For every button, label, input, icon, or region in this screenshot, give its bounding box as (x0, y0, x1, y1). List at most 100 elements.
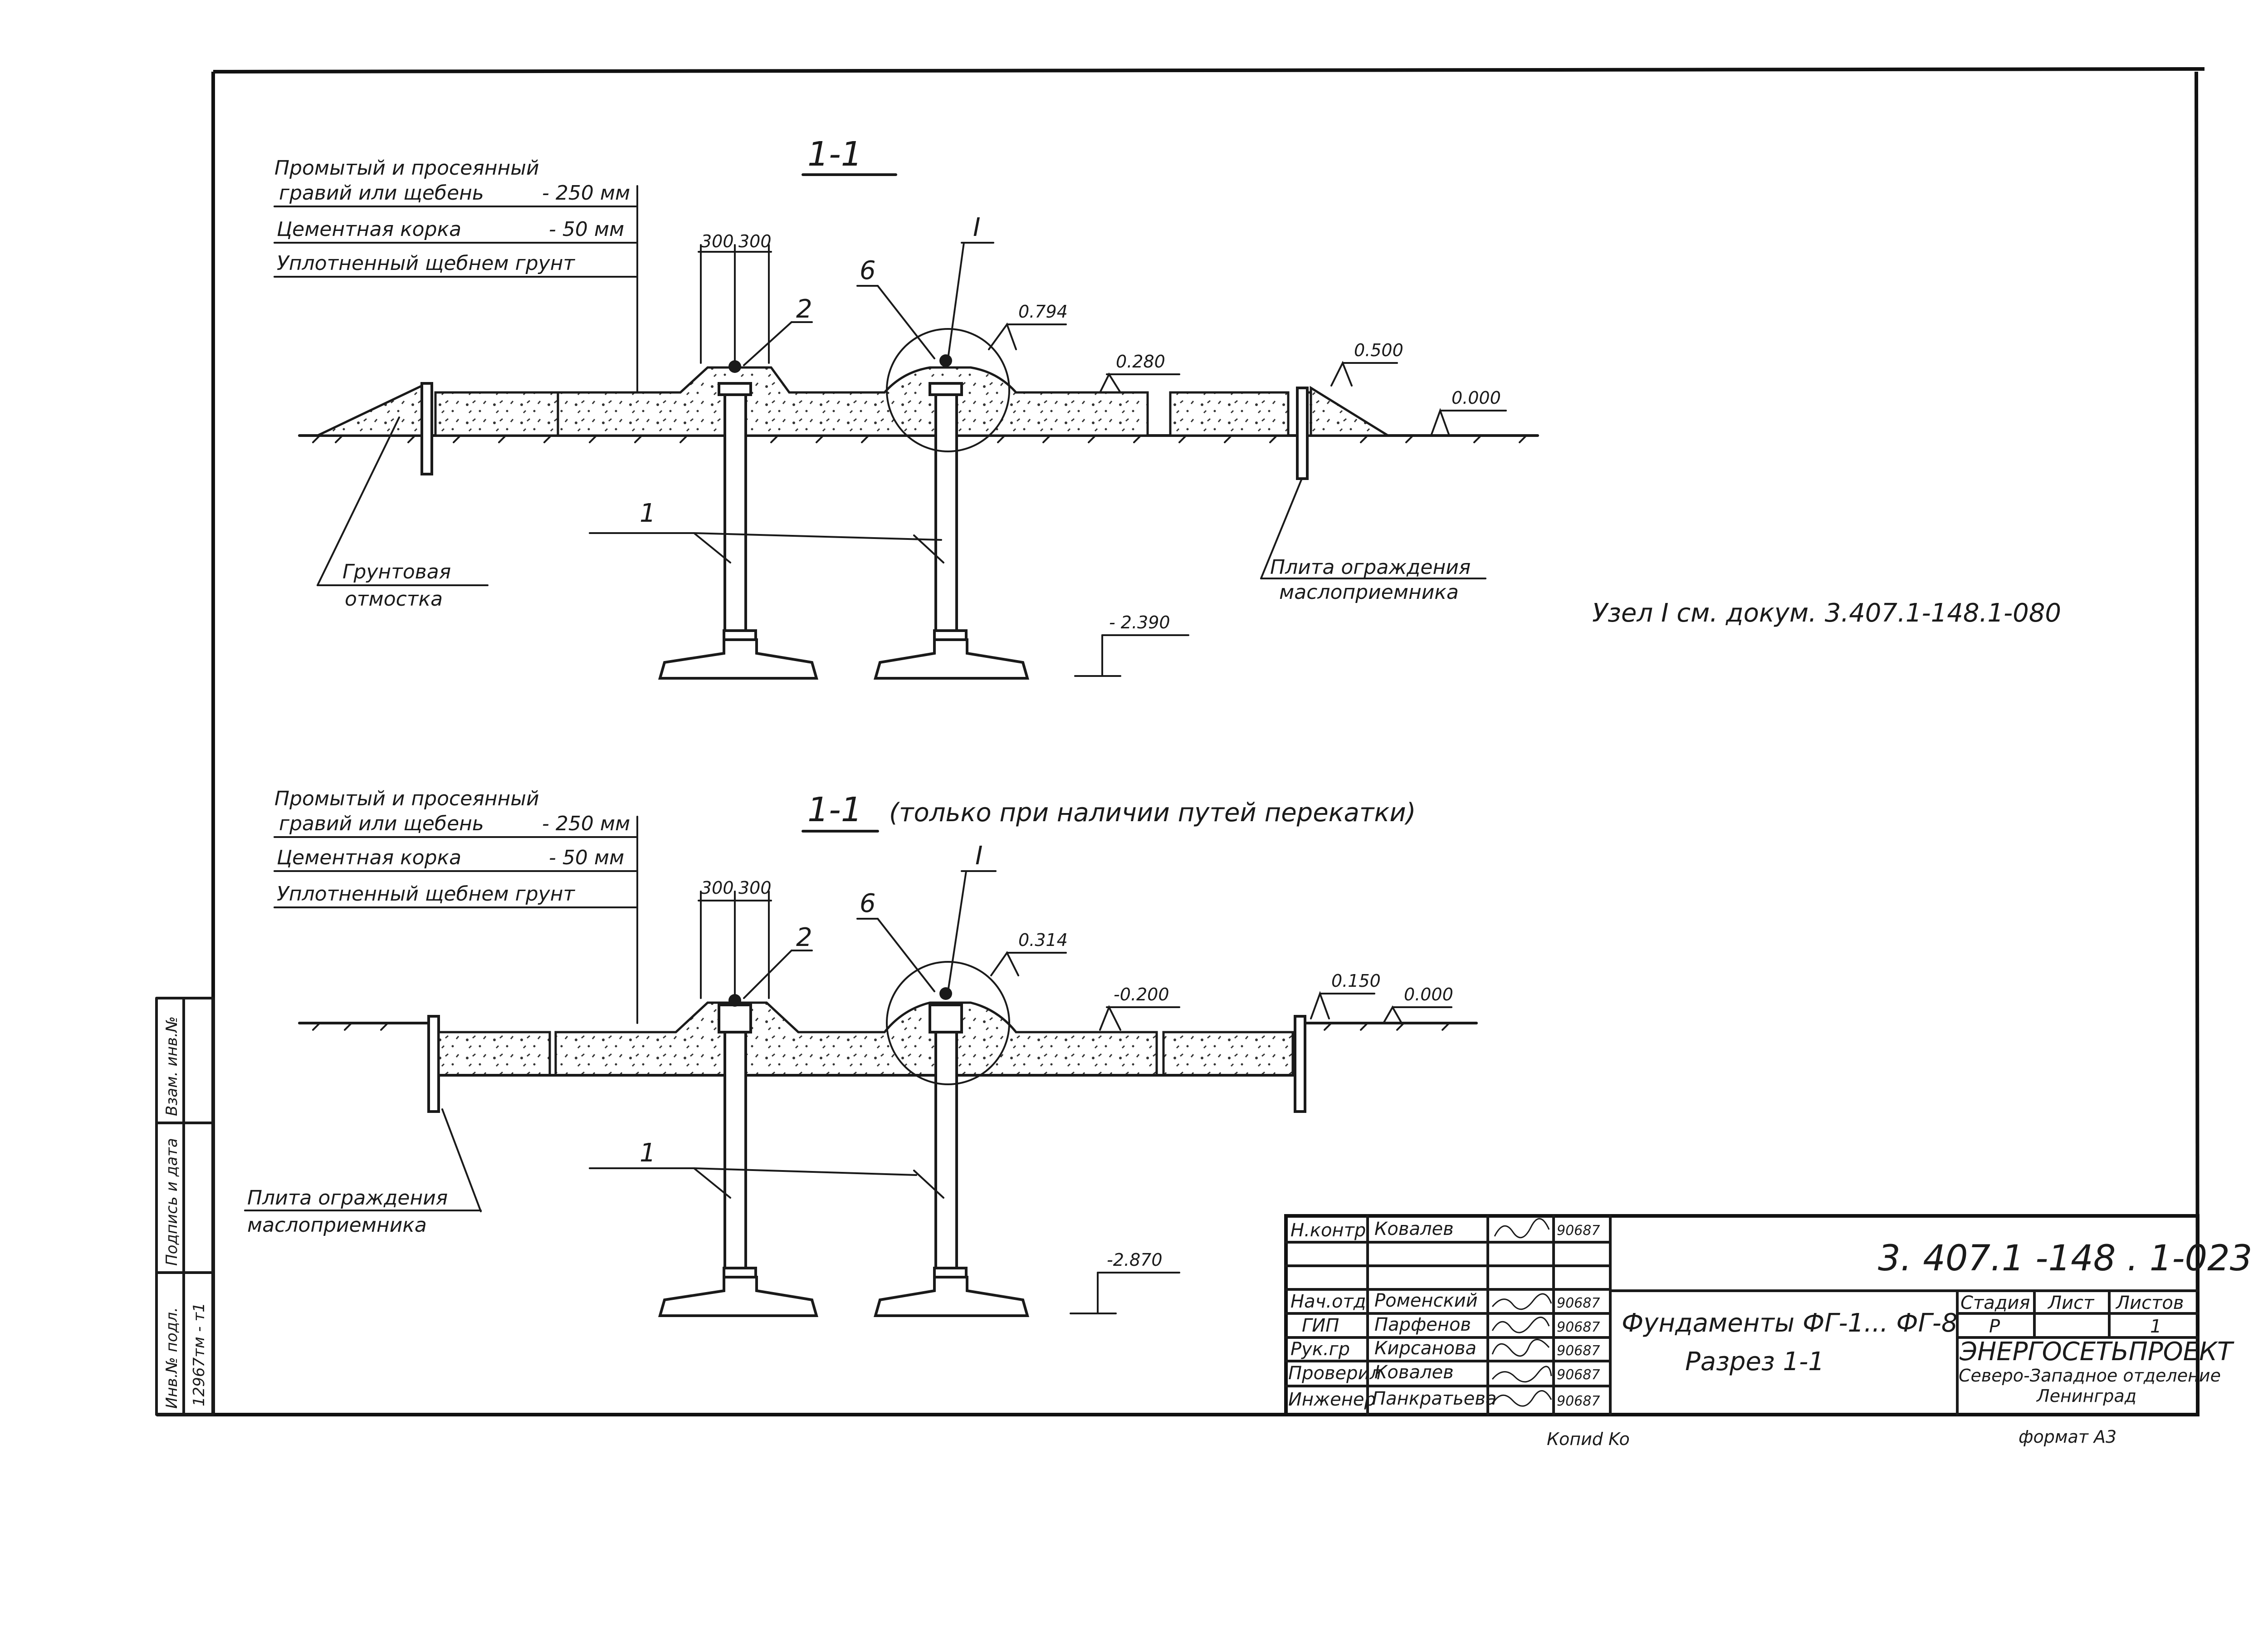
tb-date-5: 90687 (1557, 1343, 1600, 1359)
node-reference-note: Узел I см. докум. 3.407.1-148.1-080 (1592, 598, 2061, 628)
left-kerb-bottom (427, 1015, 440, 1113)
tb-role-6: Проверил (1288, 1363, 1381, 1384)
layer-gravel-label-b: гравий или щебень (279, 181, 484, 205)
stamp-sign-label: Подпись и дата (163, 1138, 181, 1266)
tb-name-0: Ковалев (1374, 1219, 1454, 1239)
level-0280: 0.280 (1116, 352, 1165, 372)
callout-plate-a: Плита ограждения (1270, 556, 1471, 579)
tb-role-3: Нач.отд (1290, 1291, 1366, 1312)
section-bottom: 1-1 (только при наличии путей перекатки)… (244, 787, 1478, 1317)
foundation-right-top (874, 328, 1029, 680)
rail-head-icon (728, 994, 741, 1007)
title-block: Н.контр Ковалев 90687 Нач.отд Роменский … (1284, 1214, 2252, 1416)
layer-soil-label: Уплотненный щебнем грунт (277, 252, 575, 275)
drawing-title-line1: Фундаменты ФГ-1... ФГ-8 (1622, 1308, 1958, 1338)
sheets-value: 1 (2150, 1316, 2161, 1337)
foundation-left-bottom (658, 994, 818, 1317)
dim-300-b: 300 (738, 878, 772, 898)
mark-6: 6 (860, 889, 876, 918)
document-code: 3. 407.1 -148 . 1-023 (1878, 1238, 2252, 1279)
right-kerb-top (1296, 387, 1309, 480)
sheet-header: Лист (2047, 1293, 2095, 1313)
levels-top: 0.794 0.280 0.500 0.000 - 2.390 (988, 302, 1507, 677)
dimension-bottom: 300 300 (698, 878, 772, 999)
drawing-title-line2: Разрез 1-1 (1685, 1347, 1824, 1376)
node-circle (886, 961, 1010, 1085)
sheets-header: Листов (2115, 1293, 2184, 1313)
right-kerb-bottom (1294, 1015, 1306, 1113)
callout-plate-b: маслоприемника (1279, 581, 1459, 604)
level-0000: 0.000 (1404, 985, 1453, 1004)
node-I-mark: I (973, 213, 981, 242)
tb-role-0: Н.контр (1290, 1220, 1366, 1241)
tb-date-6: 90687 (1557, 1367, 1600, 1383)
level-2870: -2.870 (1107, 1250, 1163, 1270)
dim-300-a: 300 (701, 231, 734, 251)
section-top: 1-1 Промытый и просеянный гравий или щеб… (274, 135, 1539, 680)
tb-role-7: Инженер (1288, 1389, 1376, 1410)
left-kerb-top (420, 382, 433, 475)
callouts-top: Грунтовая отмостка Плита ограждения масл… (317, 416, 1486, 611)
format-label: формат А3 (2019, 1427, 2116, 1447)
dim-300-a: 300 (701, 878, 734, 898)
tb-name-3: Роменский (1374, 1290, 1478, 1311)
levels-bottom: 0.314 -0.200 0.150 0.000 -2.870 (990, 930, 1453, 1314)
rail-head-icon (728, 360, 741, 373)
level-m0200: -0.200 (1114, 985, 1169, 1004)
organization-branch: Северо-Западное отделение (1959, 1366, 2221, 1386)
marks-top: 2 6 I 1 (589, 213, 994, 563)
dim-300-b: 300 (738, 231, 772, 251)
layer-cement-value: - 50 мм (549, 218, 624, 241)
layer-gravel-value: - 250 мм (542, 812, 630, 835)
marks-bottom: 2 6 I 1 (589, 841, 997, 1199)
layer-gravel-label-b: гравий или щебень (279, 812, 484, 835)
foundation-right-bottom (874, 961, 1029, 1317)
tb-date-7: 90687 (1557, 1393, 1600, 1409)
callout-plate-b: маслоприемника (247, 1214, 427, 1237)
tb-role-4: ГИП (1302, 1315, 1339, 1336)
node-I-mark: I (975, 841, 983, 871)
level-0150: 0.150 (1331, 971, 1381, 991)
mark-1: 1 (640, 499, 656, 528)
layer-gravel-label-a: Промытый и просеянный (274, 787, 539, 810)
signatures (1491, 1218, 1552, 1407)
side-stamp: Инв.№ подл. Подпись и дата Взам. инв.№ 1… (155, 997, 215, 1416)
layer-legend-top: Промытый и просеянный гравий или щебень … (274, 157, 638, 396)
tb-name-6: Ковалев (1374, 1362, 1454, 1383)
foundation-left-top (658, 360, 818, 680)
stamp-inv-value: 12967тм - т1 (190, 1303, 208, 1406)
tb-role-5: Рук.гр (1290, 1339, 1350, 1360)
layer-cement-value: - 50 мм (549, 846, 624, 869)
stage-value: Р (1989, 1316, 2000, 1337)
copy-mark: Копиd Ko (1547, 1429, 1630, 1449)
mark-1: 1 (640, 1138, 656, 1168)
ground-bottom (298, 1001, 1478, 1113)
callout-plate-a: Плита ограждения (247, 1186, 448, 1210)
section-bottom-title: 1-1 (807, 790, 862, 829)
stamp-inv-label: Инв.№ подл. (163, 1307, 181, 1409)
tb-name-4: Парфенов (1374, 1314, 1471, 1335)
tb-date-4: 90687 (1557, 1319, 1600, 1335)
layer-gravel-label-a: Промытый и просеянный (274, 157, 539, 180)
level-0000: 0.000 (1452, 388, 1501, 408)
stamp-repl-label: Взам. инв.№ (163, 1016, 181, 1116)
mark-6: 6 (860, 256, 876, 285)
level-0794: 0.794 (1018, 302, 1068, 322)
level-0314: 0.314 (1018, 930, 1068, 950)
ground-top (298, 366, 1539, 480)
node-circle (886, 328, 1010, 452)
layer-gravel-value: - 250 мм (542, 181, 630, 205)
callout-soil-b: отмостка (345, 588, 443, 611)
section-top-title: 1-1 (807, 135, 862, 174)
tb-date-0: 90687 (1557, 1223, 1600, 1239)
layer-cement-label: Цементная корка (277, 846, 461, 869)
layer-cement-label: Цементная корка (277, 218, 461, 241)
mark-2: 2 (796, 294, 812, 324)
tb-name-7: Панкратьева (1372, 1388, 1496, 1409)
layer-soil-label: Уплотненный щебнем грунт (277, 882, 575, 906)
callout-soil-a: Грунтовая (342, 560, 451, 583)
organization-name: ЭНЕРГОСЕТЬПРОЕКТ (1959, 1337, 2234, 1367)
stage-header: Стадия (1960, 1293, 2030, 1313)
level-2390: - 2.390 (1109, 612, 1170, 632)
